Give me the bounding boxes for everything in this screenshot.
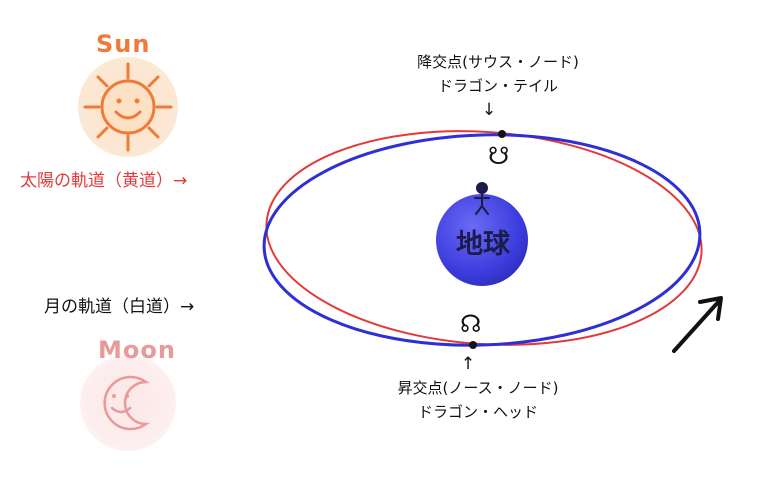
ascending-node-arrow: ↑ bbox=[460, 354, 476, 374]
descending-node-line1: 降交点(サウス・ノード) bbox=[417, 53, 579, 71]
ecliptic-label: 太陽の軌道（黄道）→ bbox=[20, 171, 188, 191]
ascending-node-point bbox=[469, 341, 477, 349]
earth-label: 地球 bbox=[456, 229, 510, 260]
descending-node-arrow: ↓ bbox=[481, 100, 497, 120]
descending-node-symbol: ☋ bbox=[488, 142, 510, 170]
moon-orbit bbox=[262, 133, 702, 347]
descending-node-point bbox=[498, 130, 506, 138]
moon-title: Moon bbox=[98, 336, 176, 364]
sun-icon bbox=[78, 57, 178, 157]
person-icon bbox=[474, 182, 490, 215]
ascending-node-line2: ドラゴン・ヘッド bbox=[417, 403, 538, 421]
ascending-node-symbol: ☊ bbox=[460, 310, 482, 338]
ascending-node-label: ↑ 昇交点(ノース・ノード) ドラゴン・ヘッド bbox=[368, 354, 588, 424]
direction-arrow-icon bbox=[672, 296, 723, 353]
moon-orbit-label: 月の軌道（白道）→ bbox=[44, 297, 195, 317]
earth-globe bbox=[436, 194, 528, 286]
moon-icon bbox=[80, 355, 176, 451]
descending-node-label: 降交点(サウス・ノード) ドラゴン・テイル ↓ bbox=[393, 50, 603, 122]
sun-title: Sun bbox=[96, 30, 151, 58]
ascending-node-line1: 昇交点(ノース・ノード) bbox=[397, 379, 559, 397]
descending-node-line2: ドラゴン・テイル bbox=[437, 77, 558, 95]
